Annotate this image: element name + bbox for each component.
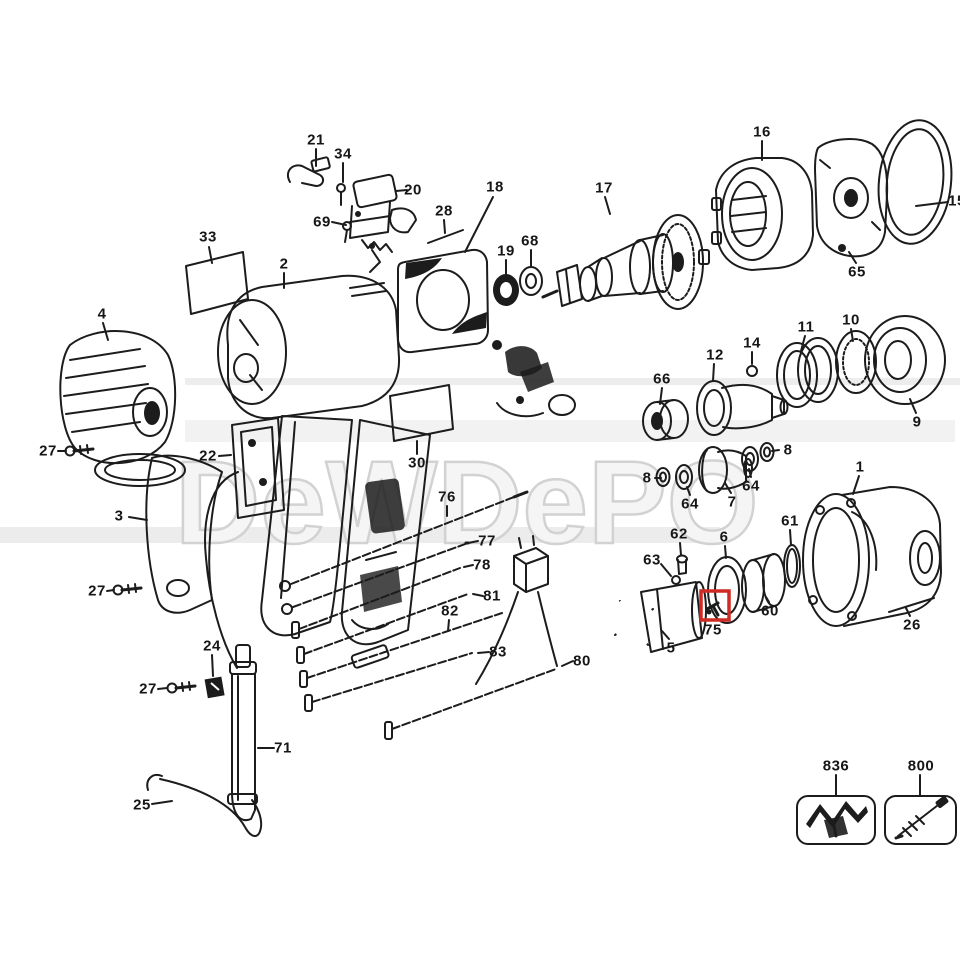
inset-box-800 [884, 795, 957, 845]
part-63-detent [671, 575, 681, 585]
part-68-washer [519, 266, 543, 296]
part-65-plate [814, 138, 889, 258]
part-60-bushing [741, 553, 786, 613]
part-9-bearing-cup [864, 315, 946, 405]
part-61-o-ring [783, 544, 801, 588]
part-62-screw [676, 554, 688, 575]
part-5-anvil [614, 581, 707, 653]
part-19-bearing [493, 274, 519, 306]
part-71-cord-guard [227, 644, 258, 822]
part-18-field [397, 248, 489, 354]
part-1-gear-case [802, 486, 942, 627]
part-69-fasteners [342, 221, 352, 243]
part-80-lead-connector [384, 535, 558, 740]
part-26-pin [888, 597, 935, 613]
part-22-board [204, 417, 285, 669]
highlight-box-75 [699, 589, 731, 622]
part-34-screw [336, 183, 346, 206]
part-11-rings [776, 337, 839, 408]
part-17-armature [541, 214, 710, 310]
part-33-label-plate [185, 251, 249, 315]
part-7-spindle-washers [655, 442, 775, 494]
part-66-gear [642, 399, 689, 441]
part-21-wire-clip [286, 156, 331, 187]
wires-76-83 [279, 490, 529, 712]
part-75-clip [705, 601, 720, 617]
part-15-gasket [877, 119, 953, 245]
inset-box-836 [796, 795, 876, 845]
brush-parts-cluster [492, 340, 576, 418]
part-4-end-cap [59, 330, 186, 487]
part-2-motor-housing [217, 274, 431, 646]
part-16-housing [711, 157, 814, 271]
part-28-pin [427, 229, 464, 244]
part-30-label-plate [389, 384, 454, 442]
part-20-switch [349, 173, 417, 273]
part-3-handle-cover [145, 454, 223, 614]
part-10-wave-ring [835, 330, 877, 394]
part-14-ball [746, 365, 758, 377]
part-24-terminal [204, 676, 225, 699]
leader-lines [57, 140, 949, 805]
watermark: DeWDePO [0, 378, 960, 570]
part-25-cord [146, 774, 263, 837]
